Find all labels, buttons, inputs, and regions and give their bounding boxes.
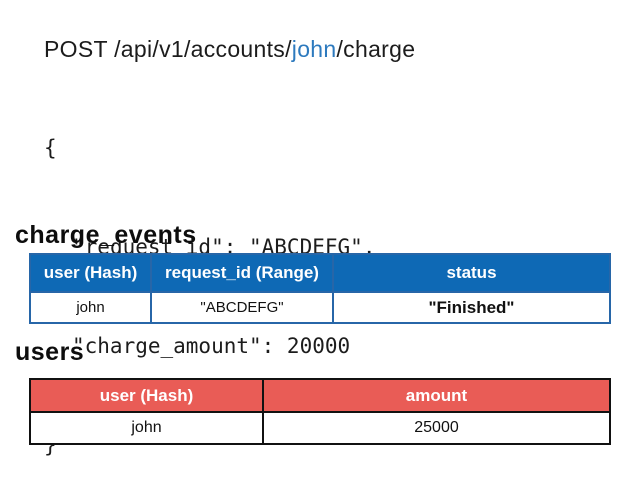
- charge-events-table: user (Hash) request_id (Range) status jo…: [29, 253, 611, 324]
- charge-events-col-user-hash: user (Hash): [29, 253, 152, 293]
- users-data-row: john 25000: [29, 411, 611, 445]
- users-header-row: user (Hash) amount: [29, 378, 611, 413]
- users-col-user-hash: user (Hash): [29, 378, 264, 413]
- users-cell-amount: 25000: [262, 411, 611, 445]
- json-charge-amount-line: "charge_amount": 20000: [72, 334, 351, 358]
- request-user-segment: john: [291, 36, 337, 62]
- charge-events-header-row: user (Hash) request_id (Range) status: [29, 253, 611, 293]
- api-request-line: POST /api/v1/accounts/john/charge: [44, 36, 415, 63]
- users-cell-user: john: [29, 411, 264, 445]
- charge-events-cell-request-id: "ABCDEFG": [150, 291, 334, 324]
- charge-events-table-title: charge_events: [15, 221, 197, 249]
- charge-events-cell-user: john: [29, 291, 152, 324]
- request-method-path: POST /api/v1/accounts/: [44, 36, 292, 62]
- charge-events-data-row: john "ABCDEFG" "Finished": [29, 291, 611, 324]
- users-table: user (Hash) amount john 25000: [29, 378, 611, 445]
- users-table-title: users: [15, 338, 85, 366]
- request-path-suffix: /charge: [336, 36, 416, 62]
- users-col-amount: amount: [262, 378, 611, 413]
- charge-events-cell-status: "Finished": [332, 291, 611, 324]
- charge-events-col-status: status: [332, 253, 611, 293]
- charge-events-col-request-id-range: request_id (Range): [150, 253, 334, 293]
- json-open-brace: {: [44, 136, 57, 160]
